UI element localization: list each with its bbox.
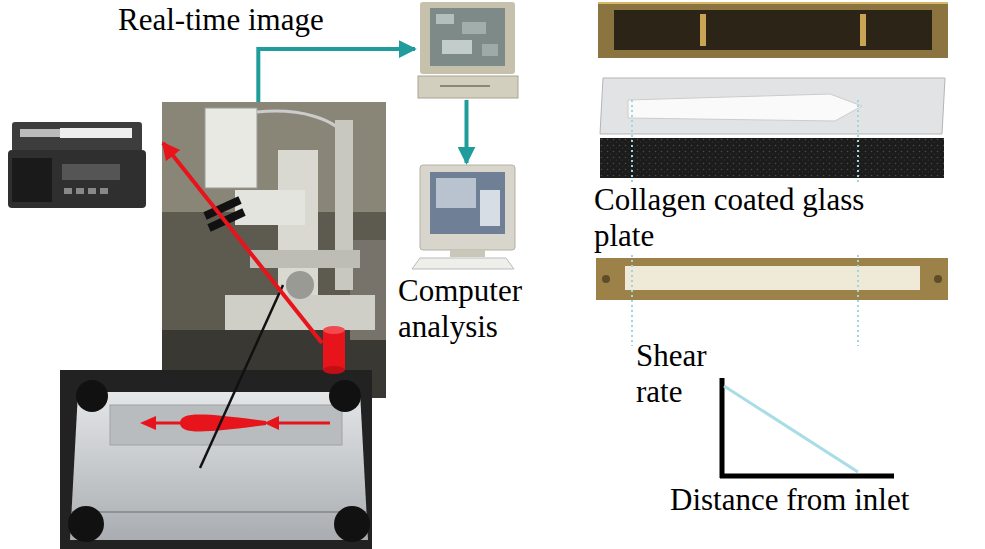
chamber-top-frame xyxy=(598,2,948,58)
syringe-pump xyxy=(64,188,72,194)
gasket xyxy=(600,138,944,178)
microscope-photo xyxy=(286,271,314,299)
leader-line xyxy=(200,285,283,468)
computer-photo xyxy=(450,250,485,257)
chamber-bottom-frame xyxy=(625,266,920,290)
sample-tube xyxy=(323,326,345,334)
syringe-pump xyxy=(12,158,52,202)
shear-line xyxy=(724,386,858,472)
syringe-pump xyxy=(60,128,132,138)
syringe-pump xyxy=(100,188,108,194)
photo-area xyxy=(398,163,548,273)
glass-plate xyxy=(600,78,945,134)
computer-photo xyxy=(430,172,505,234)
chamber-bottom-frame xyxy=(934,275,942,283)
monitor-photo xyxy=(415,2,518,100)
flow-chamber-photo xyxy=(60,370,372,549)
chamber-top-frame xyxy=(860,14,866,46)
monitor-photo xyxy=(440,85,490,87)
glass-plate xyxy=(628,94,862,121)
tubing-arrow xyxy=(163,143,322,343)
graph-axes xyxy=(720,378,894,478)
microscope-photo xyxy=(205,108,257,188)
flow-chamber-photo xyxy=(76,380,108,412)
microscope-photo xyxy=(250,250,360,268)
flow-chamber-photo xyxy=(70,392,368,540)
edge-label: Real-time image xyxy=(116,2,326,38)
flow-arrow xyxy=(276,422,330,425)
gasket xyxy=(600,138,944,178)
chamber-top-frame xyxy=(598,2,948,58)
flow-arrow xyxy=(140,415,330,432)
flow-chamber-photo xyxy=(72,511,366,513)
axis-label: Shear rate xyxy=(634,338,718,409)
monitor-photo xyxy=(462,22,486,34)
node-text: Computer analysis xyxy=(398,273,548,344)
glass-plate xyxy=(600,78,945,134)
computer-photo xyxy=(420,165,515,250)
microscope-photo xyxy=(162,102,386,398)
chamber-bottom-frame xyxy=(602,275,610,283)
computer-photo: Computer analysis xyxy=(398,163,548,344)
axis-label: Distance from inlet xyxy=(668,482,911,518)
graph-axes xyxy=(720,378,725,478)
monitor-photo xyxy=(436,14,454,24)
sample-tube xyxy=(323,366,345,374)
flow-chamber-photo xyxy=(334,506,370,542)
connector-arrow xyxy=(465,100,469,163)
sample-tube xyxy=(323,326,345,374)
chamber-top-frame xyxy=(700,14,706,46)
flow-chamber-photo xyxy=(68,506,104,542)
syringe-pump xyxy=(88,188,96,194)
monitor-photo xyxy=(418,76,518,98)
computer-photo xyxy=(412,165,515,269)
monitor-photo xyxy=(418,2,518,98)
flow-chamber-photo xyxy=(329,380,361,412)
chamber-top-frame xyxy=(614,10,932,50)
microscope-photo xyxy=(162,102,386,398)
shear-line xyxy=(724,386,858,472)
part-label: Collagen coated glass plate xyxy=(592,182,884,253)
syringe-pump xyxy=(8,122,146,208)
syringe-pump xyxy=(76,188,84,194)
monitor-photo xyxy=(482,44,498,56)
syringe-pump xyxy=(12,122,142,152)
monitor-photo xyxy=(420,2,515,74)
chamber-bottom-frame xyxy=(596,258,948,300)
computer-photo xyxy=(436,178,476,208)
flow-arrow xyxy=(140,416,156,430)
tubing-arrow xyxy=(163,143,322,343)
computer-photo xyxy=(480,190,500,226)
chamber-bottom-frame xyxy=(596,258,948,300)
microscope-photo xyxy=(162,102,386,398)
monitor-photo xyxy=(442,40,472,54)
monitor-photo xyxy=(430,8,505,66)
flow-chamber-photo xyxy=(60,370,372,549)
microscope-photo xyxy=(235,190,305,225)
chamber-top-frame xyxy=(598,2,948,4)
flow-arrow xyxy=(264,416,279,430)
leader-line xyxy=(200,285,283,468)
syringe-pump xyxy=(62,164,120,180)
graph-axes xyxy=(720,474,894,479)
connector-arrow xyxy=(258,49,415,102)
syringe-pump xyxy=(8,150,146,208)
syringe-pump xyxy=(20,129,60,137)
computer-photo xyxy=(412,258,514,269)
sample-tube xyxy=(323,330,345,370)
